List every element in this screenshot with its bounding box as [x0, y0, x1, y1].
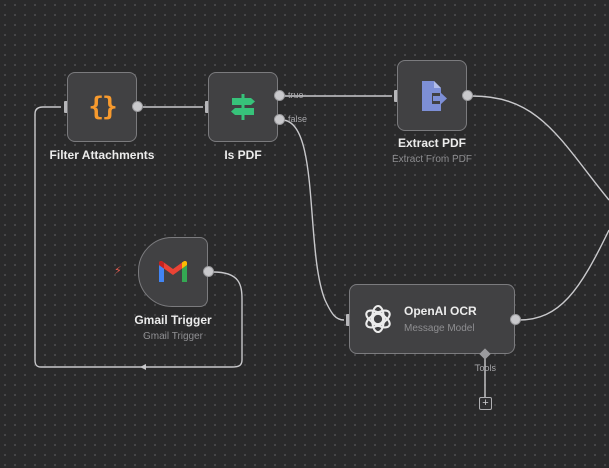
openai-ocr-subtitle: Message Model: [404, 323, 475, 334]
gmail-trigger-output-port[interactable]: [203, 266, 214, 277]
gmail-trigger-subtitle: Gmail Trigger: [142, 331, 204, 342]
is-pdf-input-port[interactable]: [205, 101, 210, 113]
openai-icon: [365, 304, 391, 334]
tools-label: Tools: [475, 363, 497, 373]
extract-pdf-output-port[interactable]: [462, 90, 473, 101]
loop-direction-arrow: [140, 364, 146, 370]
filter-attachments-label: Filter Attachments: [50, 148, 155, 162]
is-pdf-true-port[interactable]: [274, 90, 285, 101]
extract-pdf-label: Extract PDF Extract From PDF: [392, 136, 472, 165]
openai-ocr-text: OpenAI OCR Message Model: [404, 304, 477, 334]
filter-attachments-output-port[interactable]: [132, 101, 143, 112]
node-gmail-trigger[interactable]: [138, 237, 208, 307]
file-export-icon: [422, 80, 447, 111]
node-extract-pdf[interactable]: [397, 60, 467, 131]
signpost-icon: [231, 94, 255, 120]
extract-pdf-subtitle: Extract From PDF: [391, 154, 473, 165]
code-braces-icon: {}: [88, 92, 117, 122]
node-openai-ocr[interactable]: OpenAI OCR Message Model: [349, 284, 515, 354]
node-is-pdf[interactable]: [208, 72, 278, 142]
extract-pdf-input-port[interactable]: [394, 90, 399, 102]
is-pdf-false-port[interactable]: [274, 114, 285, 125]
extract-pdf-title: Extract PDF: [397, 136, 467, 150]
connection-extract-out: [471, 95, 609, 201]
add-tool-button[interactable]: +: [479, 397, 492, 410]
node-filter-attachments[interactable]: {}: [67, 72, 137, 142]
filter-attachments-title: Filter Attachments: [49, 148, 155, 162]
is-pdf-title: Is PDF: [224, 148, 262, 162]
is-pdf-true-label: true: [288, 90, 304, 100]
is-pdf-false-label: false: [288, 114, 308, 124]
connection-openai-out: [518, 229, 609, 321]
gmail-icon: [159, 261, 187, 282]
openai-ocr-input-port[interactable]: [346, 314, 351, 326]
is-pdf-label: Is PDF: [224, 148, 261, 162]
filter-attachments-input-port[interactable]: [64, 101, 69, 113]
openai-ocr-output-port[interactable]: [510, 314, 521, 325]
trigger-bolt-icon: ⚡: [114, 265, 122, 277]
gmail-trigger-label: Gmail Trigger Gmail Trigger: [134, 313, 211, 342]
gmail-trigger-title: Gmail Trigger: [134, 313, 212, 327]
connection-ispdf-false-to-openai: [281, 119, 345, 321]
connection-gmail-loop: [34, 106, 243, 368]
openai-ocr-title: OpenAI OCR: [404, 304, 477, 318]
